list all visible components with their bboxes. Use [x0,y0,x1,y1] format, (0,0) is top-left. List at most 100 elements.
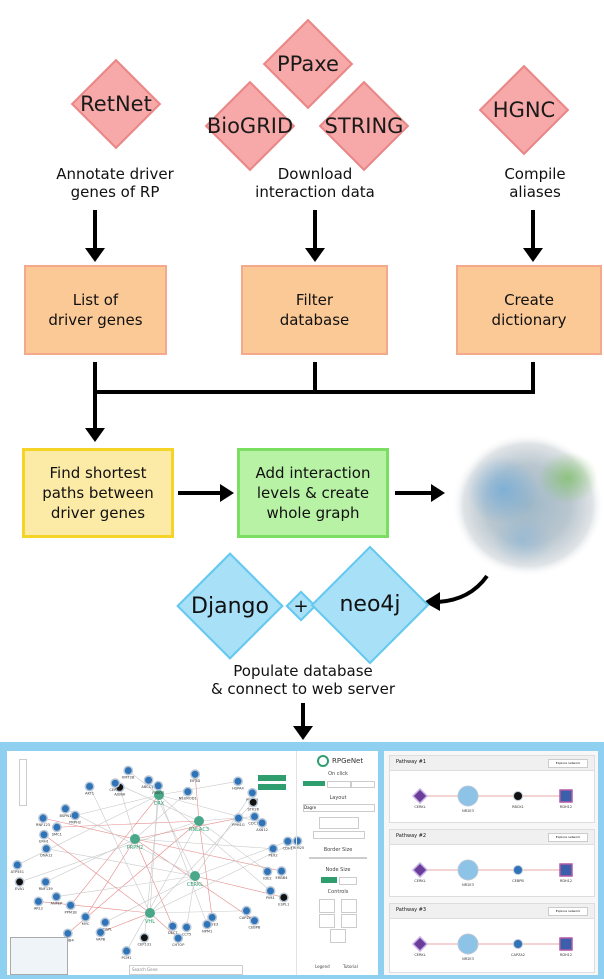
network-edge [56,875,196,897]
pathway-node[interactable] [411,787,429,805]
pathway-node[interactable] [457,859,479,881]
gene-node[interactable] [190,769,200,780]
gene-node[interactable] [40,876,51,887]
minimap[interactable] [10,937,68,975]
gene-node[interactable] [139,932,150,943]
explore-network-button-2[interactable]: Explore network [548,833,588,842]
view-button-1[interactable] [258,775,286,781]
gene-node[interactable] [233,813,244,824]
gene-node[interactable] [265,886,276,896]
gene-node[interactable] [292,836,303,846]
gene-node[interactable] [121,946,132,956]
hub-gene-node[interactable] [194,816,204,826]
gene-node[interactable] [12,860,23,870]
gene-node[interactable] [143,775,154,786]
export-control-icon[interactable] [319,914,335,928]
gene-node[interactable] [14,876,25,887]
gene-node[interactable] [248,797,259,808]
gene-node[interactable] [110,778,121,789]
border-size-slider[interactable] [309,857,367,859]
gene-node[interactable] [153,780,164,791]
network-edge [70,794,160,906]
hub-gene-node[interactable] [154,790,164,800]
pathway-node[interactable] [513,939,523,949]
remove-unconnected-button[interactable] [313,831,365,839]
view-button-2[interactable] [258,784,286,790]
gene-node[interactable] [80,911,91,922]
explore-network-button-3[interactable]: Explore network [548,907,588,916]
gene-node[interactable] [249,811,260,822]
gene-node[interactable] [207,912,218,923]
connect-genes-button[interactable] [319,817,359,829]
tutorial-link[interactable]: Tutorial [343,964,358,969]
pathway-node[interactable] [457,933,479,955]
pathway-node[interactable] [559,937,573,951]
hub-gene-label: RNLAC3 [189,827,209,833]
gene-node[interactable] [84,781,95,792]
gene-node[interactable] [182,786,193,797]
layout-select[interactable]: Dagre [303,804,375,812]
pathway-node[interactable] [411,935,429,953]
gene-node[interactable] [95,927,106,938]
interaction-levels-box: Add interaction levels & create whole gr… [237,448,389,538]
gene-node[interactable] [282,836,293,847]
fit-control-icon[interactable] [319,899,335,913]
compile-line-2: aliases [509,183,561,201]
network-edge [158,794,208,925]
gene-node[interactable] [60,803,71,814]
pathway-node[interactable] [457,785,479,807]
pathway-node[interactable] [513,865,523,875]
zoom-slider[interactable] [19,759,27,806]
on-click-option-3[interactable] [351,781,375,788]
hub-gene-node[interactable] [145,908,155,918]
pathway-node[interactable] [559,863,573,877]
gene-node[interactable] [233,776,243,787]
gene-node[interactable] [33,896,44,907]
gene-node[interactable] [268,843,279,854]
gene-label: STK26 [248,807,260,811]
gene-label: KMT2B [122,776,135,780]
gene-node[interactable] [262,866,273,877]
gene-label: FBXO7 [152,791,164,795]
gene-node[interactable] [276,866,287,877]
gene-label: ANPEP [50,902,63,906]
gene-node[interactable] [100,917,111,928]
gene-node[interactable] [51,822,62,833]
gene-node[interactable] [278,892,289,903]
gene-node[interactable] [181,922,192,933]
gene-node[interactable] [249,915,260,926]
gene-node[interactable] [123,765,134,776]
gene-node[interactable] [70,810,81,821]
upload-control-icon[interactable] [330,929,346,943]
gene-search-input[interactable]: Search Gene [129,965,243,975]
gene-node[interactable] [173,933,184,944]
save-control-icon[interactable] [341,914,357,928]
gene-node[interactable] [167,921,178,932]
gene-node[interactable] [38,813,49,824]
hub-gene-node[interactable] [190,871,200,881]
on-click-option-1[interactable] [303,781,325,786]
gene-node[interactable] [257,818,268,828]
gene-node[interactable] [41,843,52,854]
gene-node[interactable] [39,829,49,840]
gene-node[interactable] [241,905,252,916]
gene-node[interactable] [65,900,76,911]
legend-link[interactable]: Legend [315,964,330,969]
image-control-icon[interactable] [341,899,357,913]
gene-label: EVA1 [15,887,24,891]
node-size-option-2[interactable] [339,877,357,885]
on-click-option-2[interactable] [327,781,351,788]
gene-label: CDC16 [248,822,261,826]
pathway-node[interactable] [411,861,429,879]
pathway-node[interactable] [559,789,573,803]
gene-node[interactable] [202,919,213,930]
gene-label: CEP131 [137,943,151,947]
hub-gene-node[interactable] [130,834,140,844]
gene-node[interactable] [51,891,62,902]
gene-node[interactable] [247,787,258,798]
explore-network-button-1[interactable]: Explore network [548,759,588,768]
pathway-node[interactable] [513,791,523,801]
node-size-option-1[interactable] [321,877,337,883]
